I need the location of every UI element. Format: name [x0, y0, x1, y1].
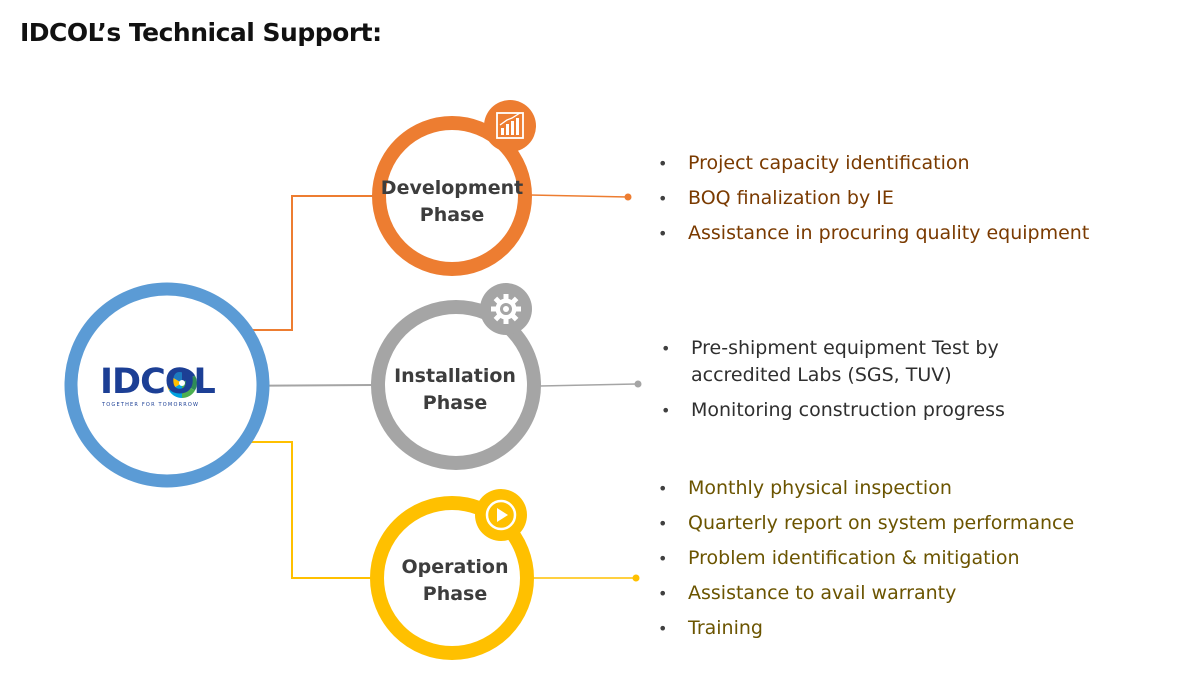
development-phase-label: Development Phase [377, 175, 527, 229]
connector-development-bullets [529, 194, 629, 198]
bullet-icon: • [658, 584, 668, 603]
bullet-icon: • [658, 479, 668, 498]
list-item: •Problem identification & mitigation [658, 545, 1074, 572]
installation-ring [371, 300, 541, 470]
connector-installation-bullets [539, 383, 639, 387]
connector-dot-development-bullets [624, 193, 632, 201]
idcol-logo-wheel [166, 368, 198, 398]
connector-dot-operation-bullets [632, 574, 640, 582]
list-item: •Assistance in procuring quality equipme… [658, 220, 1089, 247]
bullet-icon: • [661, 401, 671, 420]
operation-bullet-list: •Monthly physical inspection •Quarterly … [658, 475, 1074, 650]
bullet-icon: • [658, 514, 668, 533]
list-item: •Training [658, 615, 1074, 642]
idcol-logo: IDCOL [100, 362, 216, 402]
bullet-icon: • [658, 619, 668, 638]
connector-dot-installation-bullets [634, 380, 642, 388]
development-phase-name: Development [380, 177, 524, 199]
installation-phase-name: Installation [394, 365, 516, 387]
idcol-logo-tagline: TOGETHER FOR TOMORROW [102, 402, 200, 408]
list-item: •Pre-shipment equipment Test by accredit… [661, 337, 999, 386]
hub-ring [64, 282, 270, 488]
list-item: •Monthly physical inspection [658, 475, 1074, 502]
operation-ring [370, 496, 534, 660]
installation-phase-line2: Phase [422, 392, 488, 414]
slide-title: IDCOL’s Technical Support: [20, 18, 382, 47]
play-icon [475, 489, 527, 541]
operation-phase-label: Operation Phase [380, 554, 530, 608]
bullet-icon: • [658, 549, 668, 568]
list-item: •Assistance to avail warranty [658, 580, 1074, 607]
connector-development [216, 195, 378, 331]
development-bullet-list: •Project capacity identification •BOQ fi… [658, 150, 1089, 255]
development-ring [372, 116, 532, 276]
connector-operation [216, 441, 372, 579]
installation-phase-label: Installation Phase [380, 363, 530, 417]
installation-bullet-list: •Pre-shipment equipment Test by accredit… [661, 335, 1041, 432]
bar-chart-icon [484, 100, 536, 152]
development-phase-line2: Phase [419, 204, 485, 226]
list-item: •Quarterly report on system performance [658, 510, 1074, 537]
operation-phase-line2: Phase [422, 583, 488, 605]
bullet-icon: • [658, 224, 668, 243]
list-item: •BOQ finalization by IE [658, 185, 1089, 212]
gear-icon [480, 283, 532, 335]
list-item: •Project capacity identification [658, 150, 1089, 177]
list-item: •Monitoring construction progress [661, 397, 1041, 424]
bullet-icon: • [658, 189, 668, 208]
bullet-icon: • [658, 154, 668, 173]
bullet-icon: • [661, 339, 671, 358]
operation-phase-name: Operation [401, 556, 509, 578]
